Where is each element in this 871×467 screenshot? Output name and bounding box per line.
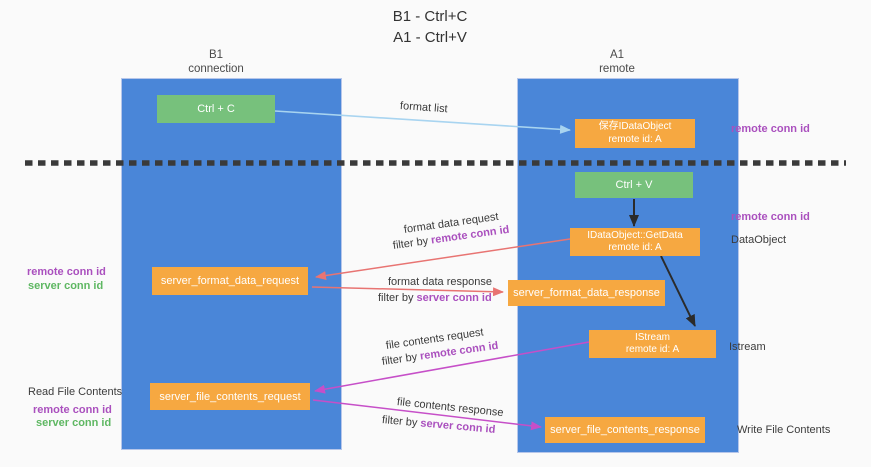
label-filter-by-3: filter by xyxy=(381,350,421,368)
node-server-file-contents-response: server_file_contents_response xyxy=(545,417,705,443)
node-server-file-contents-request-label: server_file_contents_request xyxy=(159,390,301,403)
lane-b1-name: B1 xyxy=(208,49,224,61)
diagram-title-line1: B1 - Ctrl+C xyxy=(392,8,468,25)
node-server-file-contents-response-label: server_file_contents_response xyxy=(550,424,700,436)
node-idataobject-getdata: IDataObject::GetData remote id: A xyxy=(570,228,700,256)
node-ctrl-c: Ctrl + C xyxy=(157,95,275,123)
label-filter-by-server-conn-id-1: filter by server conn id xyxy=(378,292,492,304)
lane-a1-name: A1 xyxy=(609,49,625,61)
label-filter-by-4: filter by xyxy=(381,414,421,430)
node-istream-line1: IStream xyxy=(634,331,670,343)
label-format-data-response: format data response xyxy=(388,276,492,288)
label-write-file-contents: Write File Contents xyxy=(737,424,831,436)
lane-b1-role: connection xyxy=(188,62,244,75)
node-server-format-data-response: server_format_data_response xyxy=(508,280,665,306)
node-server-format-data-response-label: server_format_data_response xyxy=(513,287,660,299)
label-server-conn-id-hl-2: server conn id xyxy=(419,417,496,436)
label-server-conn-id-hl-1: server conn id xyxy=(416,292,492,304)
label-istream-right: Istream xyxy=(729,341,766,353)
label-server-conn-id-left-format: server conn id xyxy=(28,280,104,292)
node-ctrl-v: Ctrl + V xyxy=(575,172,693,198)
node-save-idataobject-line1: 保存IDataObject xyxy=(598,121,672,132)
lane-a1-role: remote xyxy=(599,62,635,75)
label-remote-conn-id-top-right: remote conn id xyxy=(731,123,810,135)
node-server-format-data-request-label: server_format_data_request xyxy=(160,275,300,287)
lane-a1-header: A1 remote xyxy=(517,49,717,76)
node-ctrl-c-label: Ctrl + C xyxy=(197,103,235,115)
label-server-conn-id-left-file: server conn id xyxy=(36,417,112,429)
label-remote-conn-id-left-format: remote conn id xyxy=(27,266,106,278)
node-istream-line2: remote id: A xyxy=(625,344,680,355)
diagram-title: B1 - Ctrl+C A1 - Ctrl+V xyxy=(0,6,860,48)
label-filter-by-1: filter by xyxy=(392,234,432,252)
node-istream: IStream remote id: A xyxy=(589,330,716,358)
label-remote-conn-id-left-file: remote conn id xyxy=(33,404,112,416)
node-save-idataobject-line2: remote id: A xyxy=(608,133,662,145)
node-ctrl-v-label: Ctrl + V xyxy=(615,179,653,191)
label-filter-by-server-conn-id-2: filter by server conn id xyxy=(381,414,495,436)
label-dataobject: DataObject xyxy=(731,234,787,246)
label-filter-by-2: filter by xyxy=(378,292,417,304)
node-server-format-data-request: server_format_data_request xyxy=(152,267,308,295)
node-idataobject-getdata-line2: remote id: A xyxy=(608,242,662,253)
diagram-title-line2: A1 - Ctrl+V xyxy=(393,29,467,46)
label-format-list: format list xyxy=(399,100,448,116)
node-save-idataobject: 保存IDataObject remote id: A xyxy=(575,119,695,148)
node-server-file-contents-request: server_file_contents_request xyxy=(150,383,310,410)
node-idataobject-getdata-line1: IDataObject::GetData xyxy=(587,229,683,241)
label-remote-conn-id-mid-right: remote conn id xyxy=(731,211,810,223)
label-read-file-contents: Read File Contents xyxy=(28,386,123,398)
lane-b1-header: B1 connection xyxy=(121,49,311,76)
